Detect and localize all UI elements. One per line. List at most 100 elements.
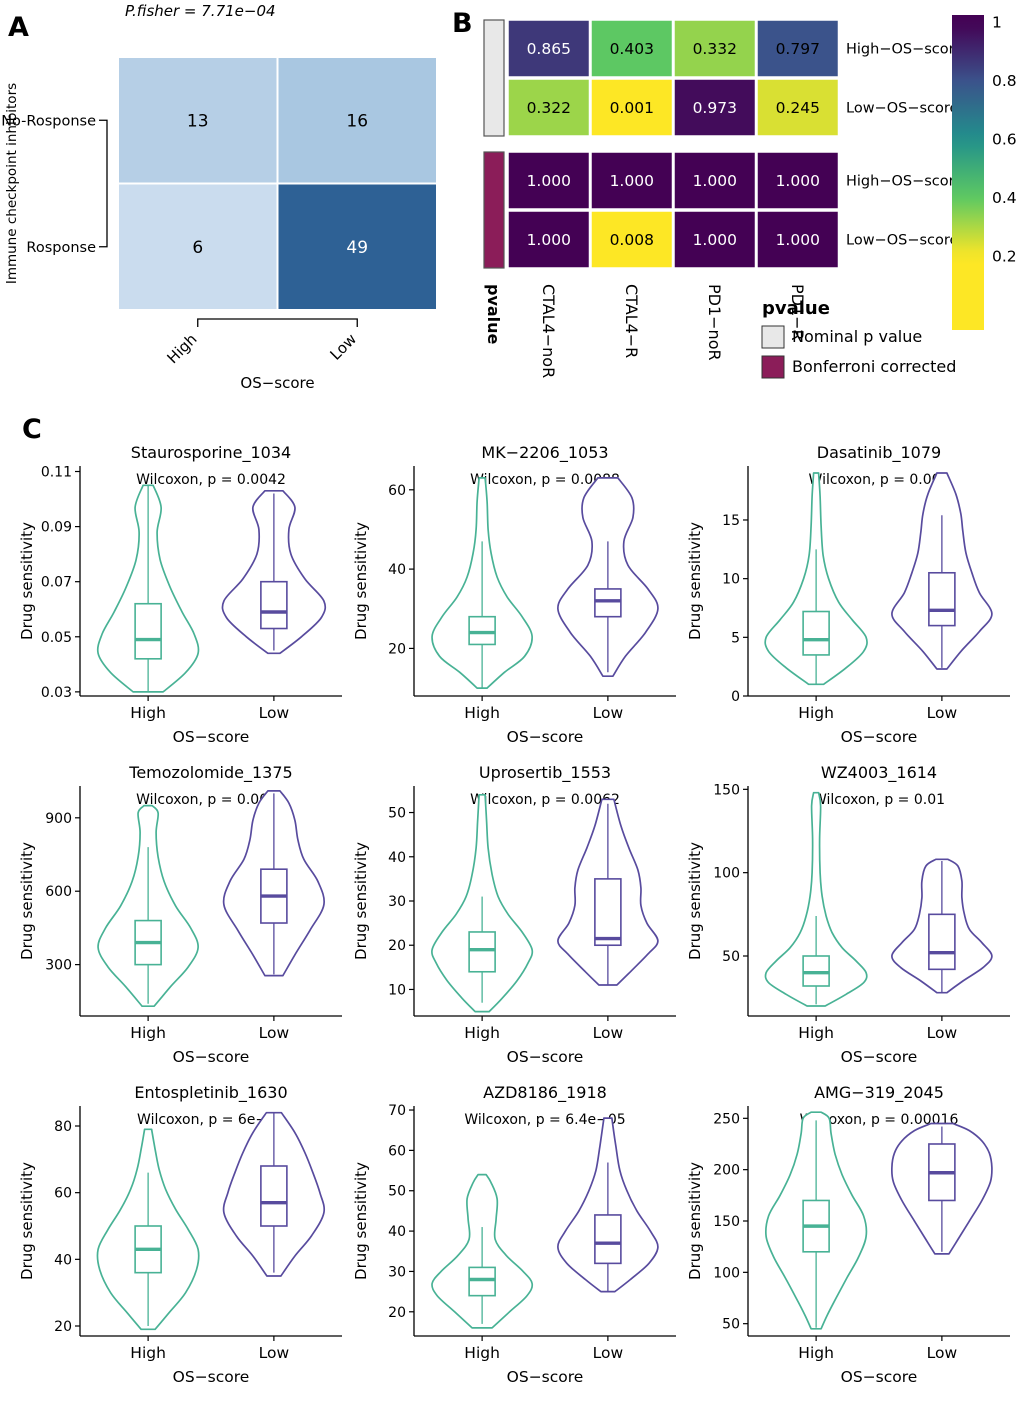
y-tick-label: 0.05: [41, 630, 72, 646]
subplot-title: Staurosporine_1034: [131, 443, 291, 463]
heatmap-cell: [590, 210, 674, 269]
heatmap-cell-value: 0.001: [610, 99, 654, 117]
column-label: PD1−noR: [705, 284, 724, 361]
heatmap-cell: [756, 210, 840, 269]
heatmap-cell-value: 0.332: [693, 40, 737, 58]
y-tick-label: 20: [388, 1305, 406, 1321]
wilcoxon-annotation: Wilcoxon, p = 6.4e−05: [464, 1112, 625, 1128]
legend-item-label: Nominal p value: [792, 327, 922, 346]
heatmap-cell-value: 49: [346, 238, 368, 258]
heatmap-cell-value: 1.000: [693, 172, 737, 190]
y-tick-label: 5: [731, 630, 740, 646]
subplot-title: Uprosertib_1553: [479, 763, 611, 783]
heatmap-cell: [673, 210, 757, 269]
subplot-title: Dasatinib_1079: [817, 443, 941, 463]
y-tick-label: 40: [388, 562, 406, 578]
subplot-title: MK−2206_1053: [481, 443, 608, 463]
wilcoxon-annotation: Wilcoxon, p = 0.0042: [136, 472, 286, 488]
x-axis-title: OS−score: [507, 1368, 584, 1386]
box-low: [594, 1214, 622, 1265]
subplot-title: AMG−319_2045: [814, 1083, 944, 1103]
heatmap-cell: [756, 151, 840, 210]
heatmap-cell-value: 0.973: [693, 99, 737, 117]
x-axis-title: OS−score: [841, 1368, 918, 1386]
column-label: CTAL4−noR: [539, 284, 558, 378]
heatmap-cell: [673, 78, 757, 137]
x-tick-label: Low: [259, 1024, 290, 1042]
row-label: Low−OS−score_p: [846, 101, 975, 117]
y-tick-label: 30: [388, 1264, 406, 1280]
y-tick-label: 60: [388, 1143, 406, 1159]
y-tick-label: 100: [713, 866, 740, 882]
y-tick-label: 20: [54, 1319, 72, 1335]
x-tick-label: High: [130, 704, 166, 722]
x-axis-title: OS−score: [507, 728, 584, 746]
y-axis-title: Drug sensitivity: [352, 842, 370, 960]
row-label: High−OS−score_p: [846, 42, 980, 58]
y-tick-label: 40: [388, 1224, 406, 1240]
x-tick-label: Low: [593, 1344, 624, 1362]
heatmap-cell: [276, 182, 438, 311]
heatmap-cell: [507, 78, 591, 137]
subplot-title: Temozolomide_1375: [128, 763, 292, 783]
y-tick-label: 40: [388, 850, 406, 866]
heatmap-cell: [673, 151, 757, 210]
subplot-title: WZ4003_1614: [821, 763, 937, 783]
heatmap-cell-value: 0.245: [776, 99, 820, 117]
wilcoxon-annotation: Wilcoxon, p = 0.00016: [800, 1112, 959, 1128]
heatmap-cell-value: 0.322: [527, 99, 571, 117]
y-tick-label: 150: [713, 782, 740, 798]
y-tick-label: 600: [45, 884, 72, 900]
pvalue-column-label: pvalue: [484, 284, 503, 345]
y-tick-label: 30: [388, 894, 406, 910]
panel-a-label: A: [8, 12, 29, 43]
y-tick-label: 100: [713, 1265, 740, 1281]
y-tick-label: 300: [45, 958, 72, 974]
heatmap-cell-value: 1.000: [527, 231, 571, 249]
panel-b-label: B: [452, 8, 473, 39]
x-axis-title: OS−score: [841, 728, 918, 746]
x-tick-label: Low: [593, 1024, 624, 1042]
box-low: [260, 580, 288, 630]
heatmap-cell-value: 0.865: [527, 40, 571, 58]
x-tick-label: Low: [927, 1024, 958, 1042]
y-tick-label: 40: [54, 1252, 72, 1268]
row-label: No-Rosponse: [1, 113, 96, 129]
legend-swatch: [761, 355, 785, 379]
heatmap-cell: [507, 19, 591, 78]
y-tick-label: 20: [388, 938, 406, 954]
y-tick-label: 60: [388, 483, 406, 499]
box-high: [468, 931, 496, 973]
x-axis-title: OS−score: [841, 1048, 918, 1066]
legend-item-label: Bonferroni corrected: [792, 357, 956, 376]
colorbar-tick-label: 0.8: [992, 72, 1017, 90]
y-axis-title: Drug sensitivity: [18, 842, 36, 960]
heatmap-cell-value: 0.797: [776, 40, 820, 58]
heatmap-cell: [673, 19, 757, 78]
colorbar-tick-label: 0.2: [992, 248, 1017, 266]
box-high: [134, 602, 162, 660]
box-low: [594, 588, 622, 618]
wilcoxon-annotation: Wilcoxon, p = 0.0062: [470, 792, 620, 808]
y-tick-label: 250: [713, 1111, 740, 1127]
row-label: High−OS−score_b: [846, 174, 980, 190]
heatmap-cell: [507, 210, 591, 269]
box-low: [928, 913, 956, 971]
heatmap-cell-value: 0.403: [610, 40, 654, 58]
column-label: CTAL4−R: [622, 284, 641, 358]
violin-high: [764, 791, 868, 1007]
